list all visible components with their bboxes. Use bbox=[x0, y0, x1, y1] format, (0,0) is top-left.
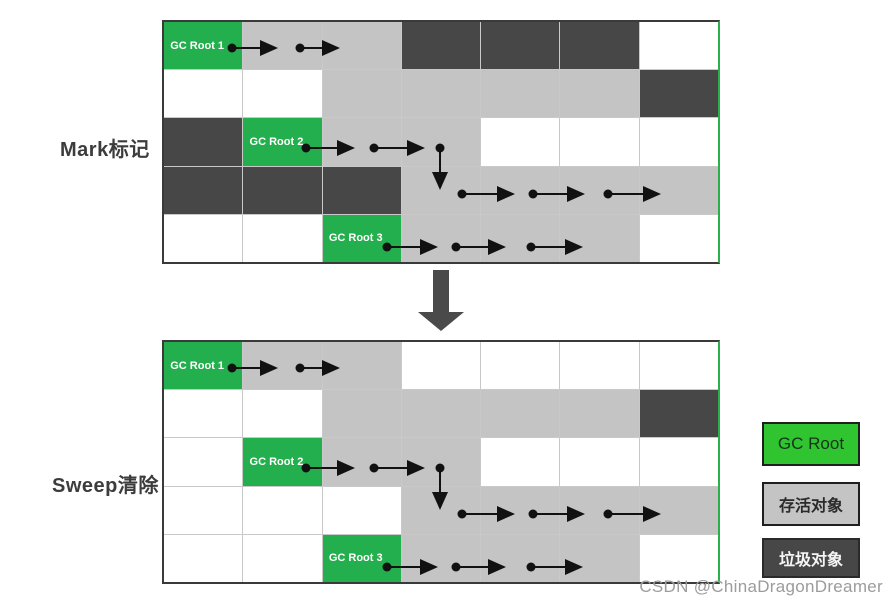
mark-phase-label: Mark标记 bbox=[60, 139, 150, 161]
empty-cell bbox=[243, 214, 322, 262]
gc-root-cell-label: GC Root 3 bbox=[328, 232, 383, 245]
live-object-cell bbox=[639, 486, 718, 534]
empty-cell bbox=[639, 534, 718, 582]
legend-garbage-object-label: 垃圾对象 bbox=[778, 552, 843, 569]
mark-heap-grid: GC Root 1 GC Root 2 GC Root 3 bbox=[162, 20, 720, 264]
empty-cell bbox=[243, 534, 322, 582]
empty-cell bbox=[401, 342, 481, 390]
live-object-cell bbox=[322, 342, 401, 390]
live-object-cell bbox=[560, 534, 639, 582]
gc-root-cell-label: GC Root 2 bbox=[249, 135, 304, 148]
live-object-cell bbox=[560, 166, 639, 214]
garbage-object-cell bbox=[322, 166, 401, 214]
gc-root-cell: GC Root 2 bbox=[243, 118, 322, 166]
empty-cell bbox=[243, 486, 322, 534]
empty-cell bbox=[243, 70, 322, 118]
empty-cell bbox=[639, 438, 718, 486]
empty-cell bbox=[560, 118, 639, 166]
live-object-cell bbox=[481, 166, 560, 214]
garbage-object-cell bbox=[401, 22, 481, 70]
arrow-head bbox=[418, 312, 464, 331]
gc-root-cell-label: GC Root 1 bbox=[170, 39, 225, 52]
live-object-cell bbox=[243, 342, 322, 390]
sweep-phase-label: Sweep清除 bbox=[52, 475, 159, 497]
empty-cell bbox=[164, 70, 243, 118]
live-object-cell bbox=[401, 166, 481, 214]
empty-cell bbox=[560, 342, 639, 390]
live-object-cell bbox=[322, 438, 401, 486]
garbage-object-cell bbox=[481, 22, 560, 70]
live-object-cell bbox=[560, 390, 639, 438]
gc-root-cell-label: GC Root 2 bbox=[249, 455, 304, 468]
live-object-cell bbox=[401, 118, 481, 166]
empty-cell bbox=[322, 486, 401, 534]
live-object-cell bbox=[481, 390, 560, 438]
live-object-cell bbox=[481, 534, 560, 582]
empty-cell bbox=[164, 214, 243, 262]
gc-root-cell: GC Root 2 bbox=[243, 438, 322, 486]
gc-root-cell-label: GC Root 1 bbox=[170, 359, 225, 372]
live-object-cell bbox=[401, 70, 481, 118]
empty-cell bbox=[481, 118, 560, 166]
garbage-object-cell bbox=[164, 118, 243, 166]
garbage-object-cell bbox=[639, 70, 718, 118]
live-object-cell bbox=[481, 70, 560, 118]
live-object-cell bbox=[481, 486, 560, 534]
live-object-cell bbox=[560, 70, 639, 118]
live-object-cell bbox=[401, 438, 481, 486]
empty-cell bbox=[481, 342, 560, 390]
live-object-cell bbox=[481, 214, 560, 262]
empty-cell bbox=[164, 486, 243, 534]
gc-root-cell: GC Root 1 bbox=[164, 342, 243, 390]
empty-cell bbox=[560, 438, 639, 486]
legend-live-object-label: 存活对象 bbox=[778, 498, 843, 515]
live-object-cell bbox=[401, 534, 481, 582]
live-object-cell bbox=[560, 486, 639, 534]
legend-gc-root-label: GC Root bbox=[777, 434, 845, 453]
sweep-heap-grid: GC Root 1 GC Root 2 GC Root 3 bbox=[162, 340, 720, 584]
garbage-object-cell bbox=[164, 166, 243, 214]
live-object-cell bbox=[322, 70, 401, 118]
legend-garbage-object: 垃圾对象 bbox=[762, 538, 860, 578]
mark-heap-cells: GC Root 1 GC Root 2 GC Root 3 bbox=[164, 22, 718, 262]
live-object-cell bbox=[322, 22, 401, 70]
empty-cell bbox=[164, 390, 243, 438]
legend-gc-root: GC Root bbox=[762, 422, 860, 466]
arrow-shaft bbox=[433, 270, 449, 312]
live-object-cell bbox=[322, 118, 401, 166]
watermark: CSDN @ChinaDragonDreamer bbox=[639, 577, 883, 596]
legend-live-object: 存活对象 bbox=[762, 482, 860, 526]
empty-cell bbox=[481, 438, 560, 486]
empty-cell bbox=[243, 390, 322, 438]
live-object-cell bbox=[243, 22, 322, 70]
live-object-cell bbox=[401, 214, 481, 262]
garbage-object-cell bbox=[243, 166, 322, 214]
live-object-cell bbox=[639, 166, 718, 214]
empty-cell bbox=[639, 118, 718, 166]
phase-transition-arrow-icon bbox=[418, 270, 464, 331]
live-object-cell bbox=[401, 486, 481, 534]
live-object-cell bbox=[401, 390, 481, 438]
gc-root-cell: GC Root 3 bbox=[322, 534, 401, 582]
empty-cell bbox=[164, 534, 243, 582]
garbage-object-cell bbox=[560, 22, 639, 70]
gc-root-cell: GC Root 1 bbox=[164, 22, 243, 70]
garbage-object-cell bbox=[639, 390, 718, 438]
empty-cell bbox=[639, 22, 718, 70]
empty-cell bbox=[164, 438, 243, 486]
gc-root-cell-label: GC Root 3 bbox=[328, 552, 383, 565]
gc-root-cell: GC Root 3 bbox=[322, 214, 401, 262]
live-object-cell bbox=[560, 214, 639, 262]
live-object-cell bbox=[322, 390, 401, 438]
empty-cell bbox=[639, 342, 718, 390]
sweep-heap-cells: GC Root 1 GC Root 2 GC Root 3 bbox=[164, 342, 718, 582]
empty-cell bbox=[639, 214, 718, 262]
